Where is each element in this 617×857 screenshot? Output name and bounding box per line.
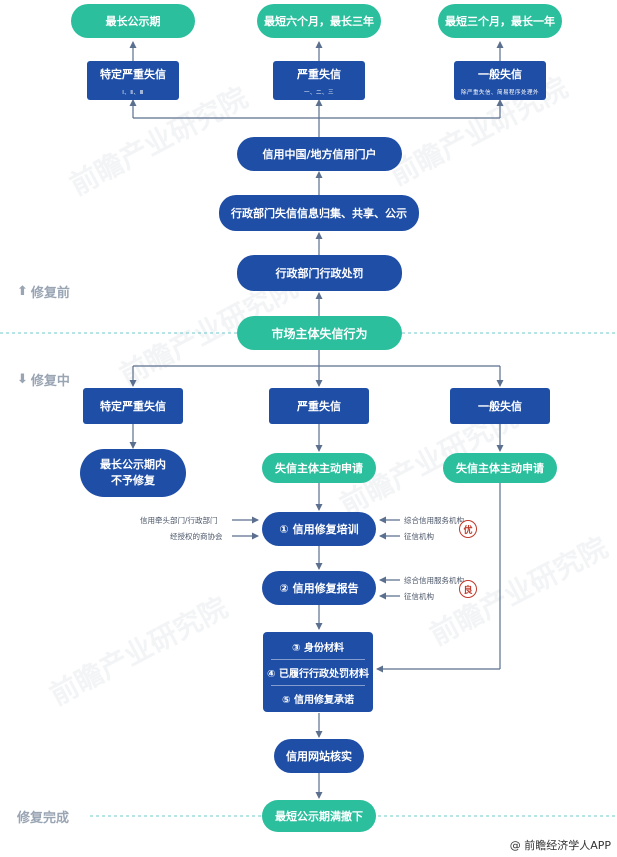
phase-done-label: 修复完成	[17, 807, 69, 826]
period-top-left: 最长公示期	[71, 4, 195, 38]
market-behavior-node: 市场主体失信行为	[237, 316, 402, 350]
website-verify-node: 信用网站核实	[274, 739, 364, 773]
category-title: 特定严重失信	[100, 67, 166, 81]
admin-penalty-node: 行政部门行政处罚	[237, 255, 402, 291]
material-penalty-fulfilled: ④ 已履行行政处罚材料	[267, 668, 369, 680]
left-label-association: 经授权的商协会	[170, 532, 223, 541]
repair-training-node: ① 信用修复培训	[262, 512, 376, 546]
phase-during-label: ⬇ 修复中	[17, 370, 70, 389]
separator	[271, 659, 365, 660]
phase-during-text: 修复中	[30, 374, 70, 389]
no-repair-node: 最长公示期内 不予修复	[80, 449, 186, 497]
lower-category-specific-serious: 特定严重失信	[83, 388, 183, 424]
down-arrow-icon: ⬇	[17, 372, 28, 387]
final-removal-node: 最短公示期满撤下	[262, 800, 376, 832]
category-sub: 除严重失信、简易程序处理外	[460, 89, 539, 96]
material-identity: ③ 身份材料	[292, 642, 344, 654]
phase-before-label: ⬆ 修复前	[17, 282, 70, 301]
apply-general-node: 失信主体主动申请	[443, 453, 557, 483]
materials-box: ③ 身份材料 ④ 已履行行政处罚材料 ⑤ 信用修复承诺	[263, 632, 373, 712]
good-badge: 良	[459, 580, 477, 598]
credit-portal-node: 信用中国/地方信用门户	[237, 137, 402, 171]
top-category-specific-serious: 特定严重失信 Ⅰ、Ⅱ、Ⅲ	[87, 61, 179, 100]
phase-before-text: 修复前	[30, 286, 70, 301]
left-label-lead-dept: 信用牵头部门/行政部门	[140, 516, 218, 525]
report-source-credit-agency: 征信机构	[404, 592, 434, 601]
training-source-credit-agency: 征信机构	[404, 532, 434, 541]
collect-share-node: 行政部门失信信息归集、共享、公示	[219, 195, 419, 231]
period-top-right: 最短三个月，最长一年	[438, 4, 562, 38]
report-source-credit-service: 综合信用服务机构	[404, 576, 464, 585]
up-arrow-icon: ⬆	[17, 284, 28, 299]
period-top-center: 最短六个月，最长三年	[257, 4, 381, 38]
top-category-serious: 严重失信 一、二、三	[273, 61, 365, 100]
lower-category-serious: 严重失信	[269, 388, 369, 424]
separator	[271, 685, 365, 686]
category-sub: Ⅰ、Ⅱ、Ⅲ	[122, 89, 144, 96]
lower-category-general: 一般失信	[450, 388, 550, 424]
category-title: 严重失信	[297, 67, 341, 81]
category-title: 一般失信	[478, 67, 522, 81]
top-category-general: 一般失信 除严重失信、简易程序处理外	[454, 61, 546, 100]
phase-done-text: 修复完成	[17, 811, 70, 826]
apply-serious-node: 失信主体主动申请	[262, 453, 376, 483]
source-credit: @ 前瞻经济学人APP	[509, 839, 611, 852]
training-source-credit-service: 综合信用服务机构	[404, 516, 464, 525]
excellent-badge: 优	[459, 520, 477, 538]
repair-report-node: ② 信用修复报告	[262, 571, 376, 605]
category-sub: 一、二、三	[303, 89, 334, 96]
material-commitment: ⑤ 信用修复承诺	[282, 694, 354, 706]
